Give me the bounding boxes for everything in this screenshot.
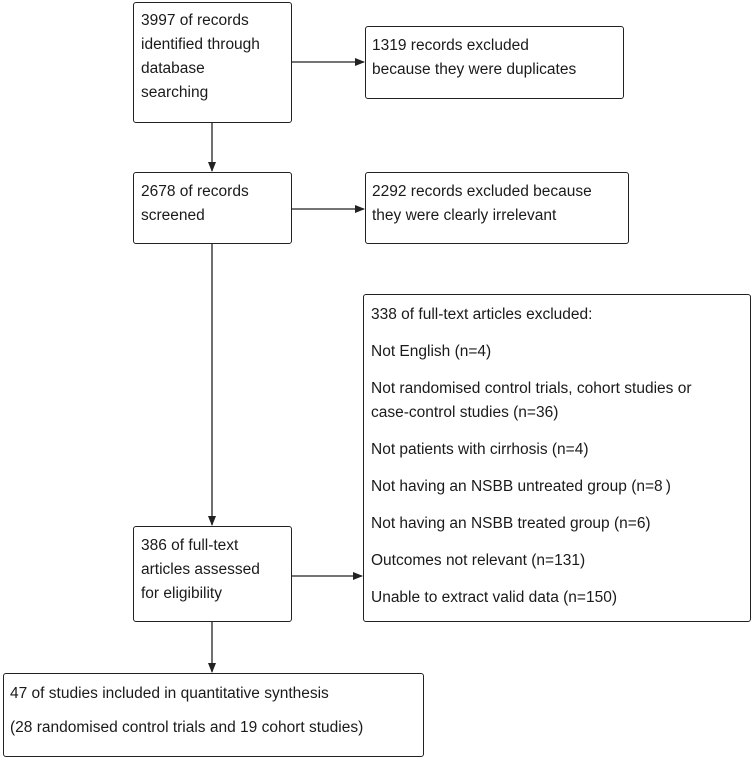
exclusion-reason: Outcomes not relevant (n=131): [371, 552, 586, 569]
box-text-line: articles assessed: [141, 561, 260, 578]
exclusion-reason: case-control studies (n=36): [371, 404, 559, 421]
duplicates-excluded-box: 1319 records excluded because they were …: [365, 26, 624, 99]
box-text-line: 47 of studies included in quantitative s…: [10, 685, 329, 702]
excluded-title: 338 of full-text articles excluded:: [371, 306, 593, 323]
exclusion-reason: Not randomised control trials, cohort st…: [371, 380, 692, 397]
box-text-line: 3997 of records: [141, 12, 249, 29]
box-text-line: database: [141, 60, 205, 77]
box-text-line: 1319 records excluded: [372, 37, 529, 54]
box-text-line: (28 randomised control trials and 19 coh…: [10, 719, 364, 736]
studies-included-box: 47 of studies included in quantitative s…: [3, 673, 424, 757]
exclusion-reason: Unable to extract valid data (n=150): [371, 589, 617, 606]
box-text-line: 386 of full-text: [141, 537, 239, 554]
exclusion-reason: Not patients with cirrhosis (n=4): [371, 441, 589, 458]
exclusion-reason: Not having an NSBB treated group (n=6): [371, 515, 651, 532]
box-text-line: they were clearly irrelevant: [372, 207, 557, 224]
box-text-line: searching: [141, 84, 209, 101]
irrelevant-excluded-box: 2292 records excluded because they were …: [365, 172, 629, 244]
box-text-line: screened: [141, 207, 205, 224]
exclusion-reason: Not having an NSBB untreated group (n=8 …: [371, 478, 671, 495]
exclusion-reason: Not English (n=4): [371, 343, 492, 360]
box-text-line: identified through: [141, 36, 260, 53]
box-text-line: 2292 records excluded because: [372, 183, 592, 200]
fulltext-excluded-box: 338 of full-text articles excluded: Not …: [363, 294, 751, 622]
box-text-line: for eligibility: [141, 585, 222, 602]
fulltext-assessed-box: 386 of full-text articles assessed for e…: [133, 526, 292, 622]
records-identified-box: 3997 of records identified through datab…: [133, 2, 292, 123]
box-text-line: because they were duplicates: [372, 61, 577, 78]
records-screened-box: 2678 of records screened: [133, 172, 292, 244]
box-text-line: 2678 of records: [141, 183, 249, 200]
